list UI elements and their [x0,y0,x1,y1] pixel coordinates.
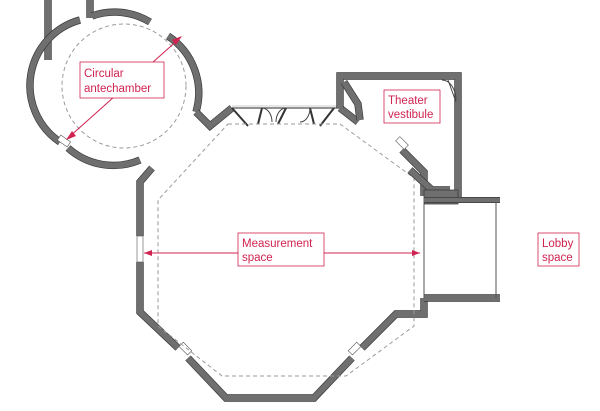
label-circular-antechamber: Circular antechamber [79,61,165,99]
lobby-label-line1: Lobby [542,238,574,250]
entrance-doors [231,105,340,127]
label-measurement-space: Measurement space [237,232,325,267]
measurement-space-walls [136,105,500,402]
vestibule-label-line1: Theater [388,95,428,107]
lobby-outline [423,202,497,298]
antechamber-dashed-outline [61,23,187,149]
lobby-label-line2: space [542,252,573,264]
label-lobby-space: Lobby space [537,232,580,267]
antechamber-label-line2: antechamber [84,83,151,95]
vestibule-label-line2: vestibule [388,109,433,121]
vestibule-door [441,79,457,103]
left-window [136,235,144,263]
antechamber-label-line1: Circular [84,68,124,80]
right-window [395,136,409,150]
measurement-dashed-outline [157,123,415,377]
antechamber-walls [26,0,203,170]
measurement-label-line1: Measurement [242,238,313,250]
bottom-right-window [347,341,362,356]
measurement-label-line2: space [242,252,273,264]
label-theater-vestibule: Theater vestibule [383,89,441,124]
antechamber-window [56,134,72,148]
